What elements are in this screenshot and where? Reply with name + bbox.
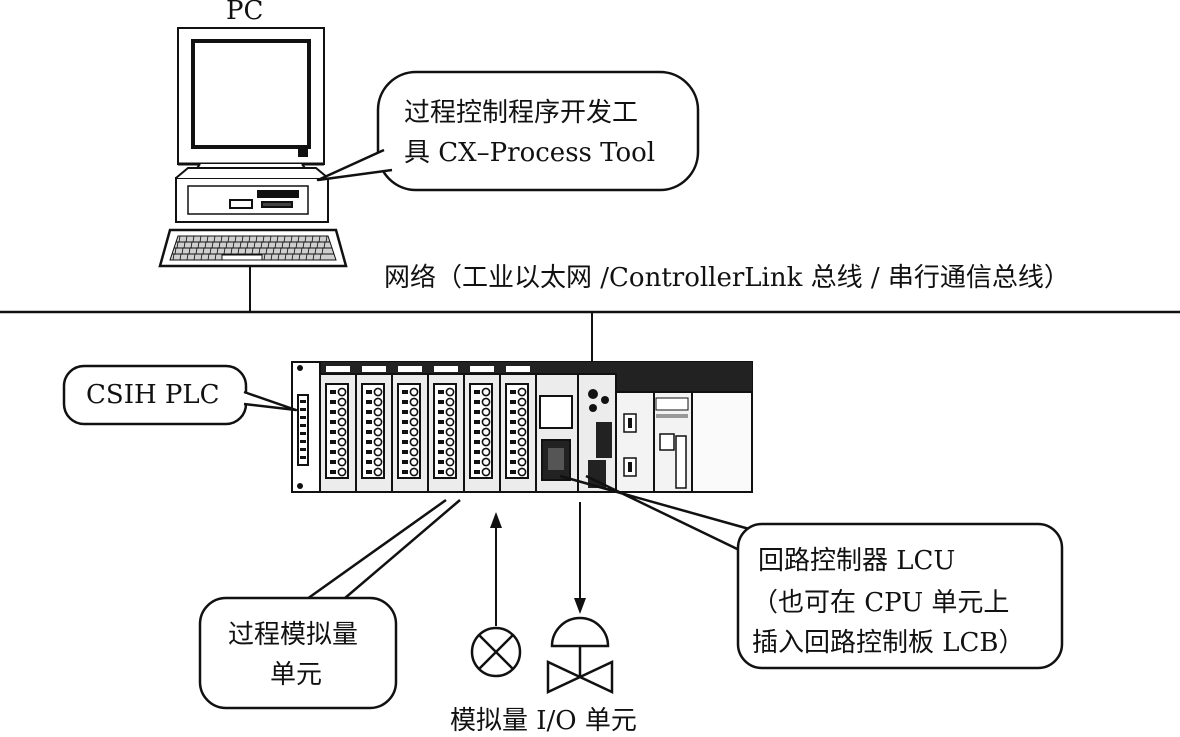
- io-module: [355, 366, 393, 493]
- lcu-callout-bubble: [559, 474, 1064, 670]
- lcu-module: [577, 373, 617, 493]
- io-module: [391, 366, 429, 493]
- plc-rack-icon: [291, 361, 753, 493]
- aux-module-1: [615, 391, 655, 493]
- valve-icon: [546, 502, 614, 694]
- sensor-icon: [470, 512, 522, 678]
- io-module: [427, 366, 465, 493]
- lcu-callout-line1: 回路控制器 LCU: [758, 546, 956, 576]
- plc-label: CSIH PLC: [86, 380, 220, 410]
- io-module: [499, 366, 537, 493]
- lcu-callout-line3: 插入回路控制板 LCB）: [752, 628, 1025, 658]
- analog-unit-callout-line1: 过程模拟量: [228, 620, 359, 650]
- aux-module-2: [653, 391, 693, 493]
- cpu-module: [535, 373, 579, 493]
- pc-icon: [158, 27, 348, 268]
- io-module: [463, 366, 501, 493]
- pc-callout-line2: 具 CX–Process Tool: [404, 138, 656, 168]
- power-module: [691, 391, 753, 493]
- io-module: [319, 366, 357, 493]
- lcu-callout-line2: （也可在 CPU 单元上: [752, 588, 1010, 618]
- pc-callout-line1: 过程控制程序开发工: [404, 98, 639, 128]
- analog-unit-callout-bubble: [198, 498, 461, 710]
- pc-callout-bubble: [316, 70, 700, 192]
- network-label: 网络（工业以太网 /ControllerLink 总线 / 串行通信总线）: [384, 263, 1070, 293]
- analog-unit-callout-line2: 单元: [270, 660, 323, 690]
- plc-callout-bubble: [62, 364, 298, 426]
- analog-io-unit-label: 模拟量 I/O 单元: [450, 706, 637, 736]
- pc-label: PC: [226, 0, 264, 26]
